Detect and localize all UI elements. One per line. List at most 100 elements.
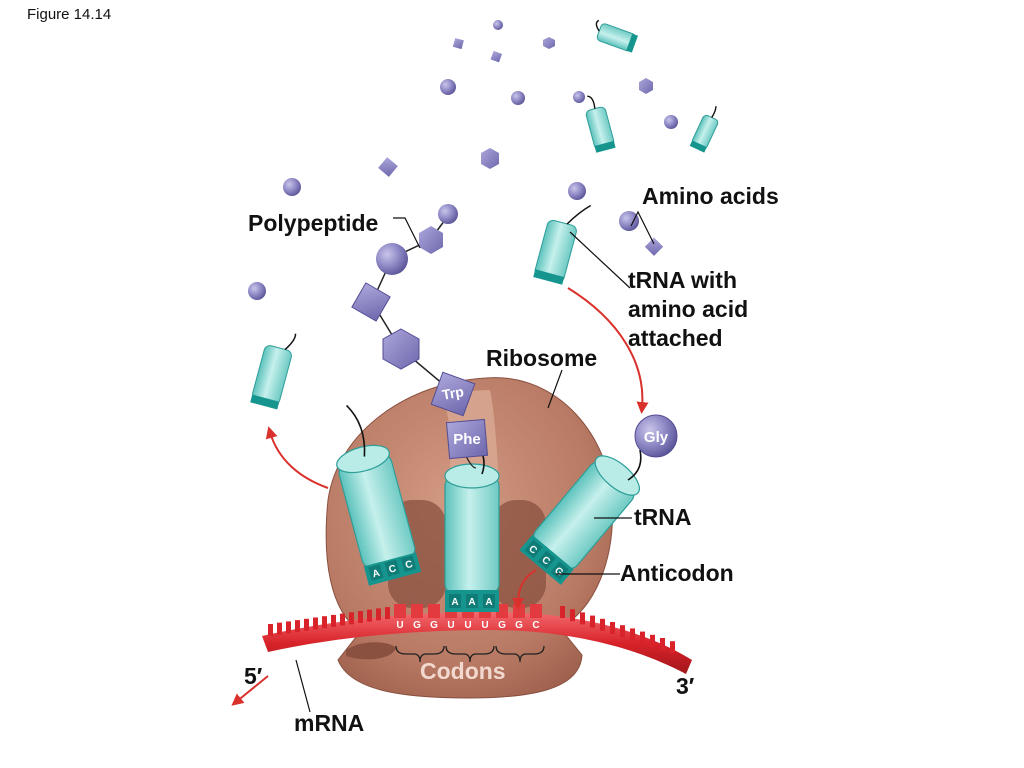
polypeptide-hex (382, 328, 420, 370)
label-trna: tRNA (634, 504, 692, 530)
amino-acid-cube (378, 157, 398, 177)
label-5-prime: 5′ (244, 663, 263, 689)
mrna-base-stub (428, 604, 440, 618)
anticodon-base (368, 564, 384, 581)
mrna-base-letter: U (481, 620, 488, 631)
amino-acid-hex (639, 78, 653, 94)
anticodon-letter: A (451, 597, 458, 608)
mrna-base-stub (530, 604, 542, 618)
label-codons: Codons (420, 658, 506, 684)
polypeptide-ball (376, 243, 408, 275)
mrna-base-letter: G (430, 620, 438, 631)
label-ribosome: Ribosome (486, 345, 598, 371)
label-amino-acids: Amino acids (642, 183, 779, 209)
free-amino-acids (248, 20, 678, 300)
mrna-tooth (376, 608, 381, 621)
mrna-base-letter: C (532, 620, 539, 631)
trp-label: Trp (441, 383, 465, 403)
amino-acid-ball (440, 79, 456, 95)
anticodon-letter: A (371, 568, 381, 580)
label-trna-with-amino-acid: tRNA with amino acid attached (628, 266, 748, 353)
phe-label: Phe (453, 431, 481, 448)
free-trna-left (250, 333, 297, 410)
label-3-prime: 3′ (676, 673, 695, 699)
mrna-tooth (277, 622, 282, 635)
mrna-tooth (340, 613, 345, 626)
amino-acid-ball (248, 282, 266, 300)
mrna-tooth (570, 609, 575, 622)
label-mrna: mRNA (294, 710, 365, 736)
mrna-tooth (610, 622, 615, 634)
free-trna (585, 95, 616, 153)
anticodon-base (524, 539, 543, 559)
mrna-tooth (367, 609, 372, 622)
mrna-tooth (286, 621, 291, 634)
leader-lines (295, 210, 655, 713)
ribosome-site-a (492, 500, 546, 608)
mrna-tooth (358, 611, 363, 623)
label-trna-with-line2: amino acid (628, 296, 749, 322)
mrna-base-stub (513, 604, 525, 618)
label-anticodon: Anticodon (620, 560, 734, 586)
mrna-base-letter: U (464, 620, 471, 631)
mrna-base-letter: G (413, 620, 421, 631)
anticodon-base (401, 555, 417, 573)
mrna-tooth (295, 620, 300, 633)
anticodon-letter: C (388, 563, 398, 575)
process-arrows (231, 287, 649, 706)
codon-braces (395, 645, 545, 663)
mrna-base-letter: G (515, 620, 523, 631)
mrna-tooth (385, 607, 390, 620)
mrna-tooth (322, 616, 327, 629)
polypeptide-hex (419, 226, 443, 254)
anticodon-base (449, 594, 461, 608)
amino-acid-cube (644, 237, 664, 256)
mrna-tooth (660, 638, 665, 650)
trna-with-amino-acid (533, 204, 592, 285)
free-trnas (250, 19, 719, 410)
mrna-base-teeth (268, 607, 390, 636)
label-trna-with-line1: tRNA with (628, 267, 738, 293)
anticodon-base (537, 550, 556, 570)
figure-label: Figure 14.14 (27, 6, 112, 23)
label-polypeptide: Polypeptide (248, 210, 379, 236)
mrna-tooth (650, 634, 655, 647)
free-trna (595, 19, 638, 53)
amino-acid-ball (568, 182, 586, 200)
arrow-trna-to-ribosome (567, 287, 649, 414)
arrow-trna-exit (265, 426, 329, 489)
amino-acid-hex (481, 148, 499, 169)
gly-label: Gly (644, 429, 669, 446)
label-trna-with-line3: attached (628, 325, 723, 351)
mrna-base-stub (411, 604, 423, 618)
mrna-tooth (630, 628, 635, 641)
anticodon-letter: C (404, 559, 414, 571)
mrna-base-letter: U (396, 620, 403, 631)
anticodon-base (550, 561, 569, 580)
amino-acid-ball (283, 178, 301, 196)
mrna-base-teeth (560, 606, 675, 654)
free-trna (689, 106, 719, 153)
amino-acid-hex (543, 37, 555, 49)
polypeptide-chain (351, 204, 458, 391)
mrna-tooth (560, 606, 565, 618)
amino-acid-cube (452, 38, 464, 50)
amino-acid-ball (619, 211, 639, 231)
mrna-tooth (590, 615, 595, 628)
mrna-base-letter: G (498, 620, 506, 631)
mrna-tooth (313, 617, 318, 630)
mrna-tooth (304, 618, 309, 631)
amino-acid-ball (664, 115, 678, 129)
amino-acid-ball (573, 91, 585, 103)
amino-acid-phe: Phe (445, 418, 489, 469)
mrna-tooth (331, 614, 336, 627)
mrna-tooth (640, 631, 645, 644)
mrna-tooth (580, 612, 585, 625)
amino-acid-cube (490, 50, 503, 63)
amino-acid-gly: Gly (627, 414, 678, 481)
mrna-tooth (349, 612, 354, 625)
anticodon-letter: A (485, 597, 492, 608)
